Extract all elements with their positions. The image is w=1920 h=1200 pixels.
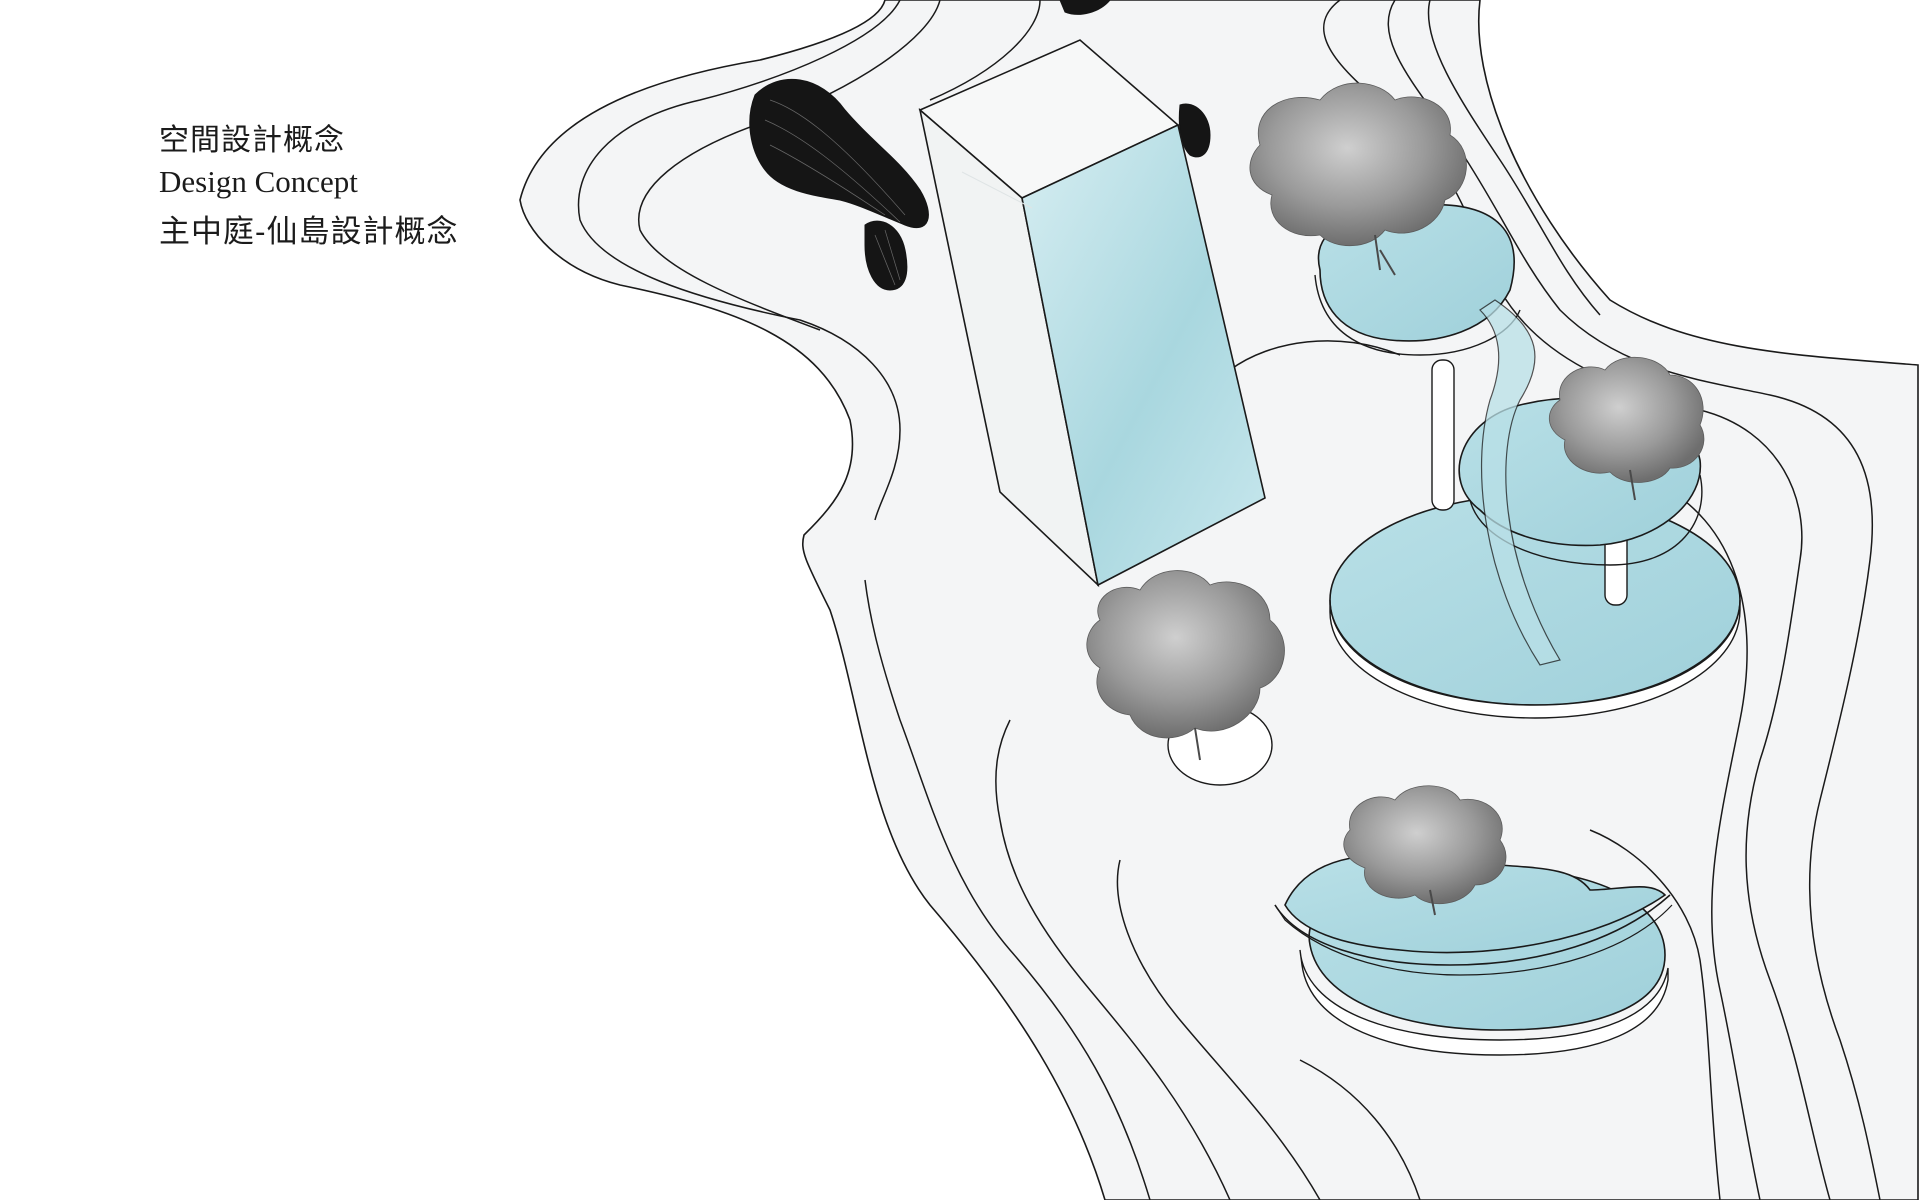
- title-english: Design Concept: [159, 164, 358, 199]
- subtitle-chinese: 主中庭-仙島設計概念: [159, 214, 459, 250]
- tree-middle: [1548, 356, 1705, 483]
- glass-monolith: [918, 39, 1266, 588]
- tree-trunks: [1194, 234, 1636, 916]
- tree-left: [1086, 570, 1285, 739]
- title-block: 空間設計概念 Design Concept 主中庭-仙島設計概念: [159, 126, 458, 248]
- tree-upper: [1249, 82, 1467, 247]
- title-chinese: 空間設計概念: [159, 123, 345, 158]
- tree-lower: [1343, 785, 1507, 904]
- wire-sculptures: [749, 0, 1211, 291]
- tree-canopies: [1086, 82, 1705, 904]
- contour-lines: [577, 0, 1881, 1200]
- wire-sculpture-mesh: [764, 99, 906, 286]
